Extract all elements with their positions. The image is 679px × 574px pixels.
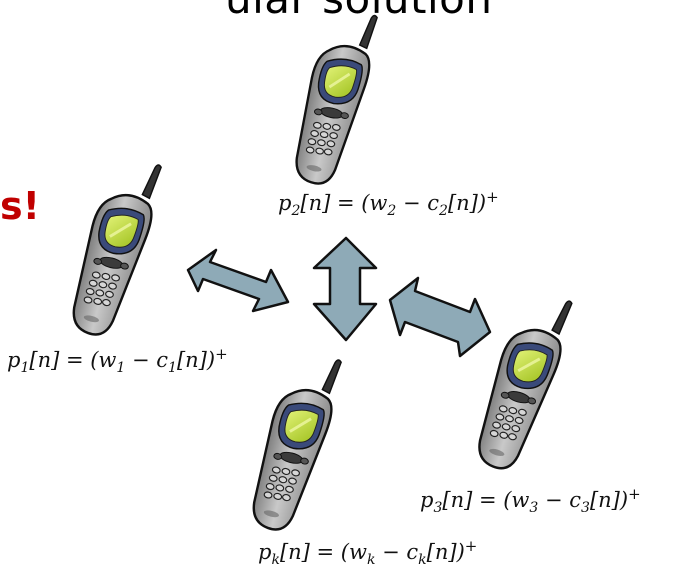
formula-pk: pk[n] = (wk − ck[n])+	[258, 537, 478, 569]
phone-k-icon	[245, 346, 346, 538]
double-arrow-left	[186, 248, 290, 313]
formula-p3: p3[n] = (w3 − c3[n])+	[420, 485, 641, 517]
double-arrow-vertical	[312, 236, 378, 342]
formula-p1: p1[n] = (w1 − c1[n])+	[7, 345, 228, 377]
highlight-text-fragment: s!	[0, 184, 40, 228]
phone-1-icon	[65, 151, 166, 343]
formula-p2: p2[n] = (w2 − c2[n])+	[278, 188, 499, 220]
phone-3-icon	[470, 286, 577, 478]
slide-title-fragment: ular solution	[225, 0, 492, 23]
double-arrow-right	[388, 276, 492, 358]
phone-2-icon	[289, 4, 382, 191]
